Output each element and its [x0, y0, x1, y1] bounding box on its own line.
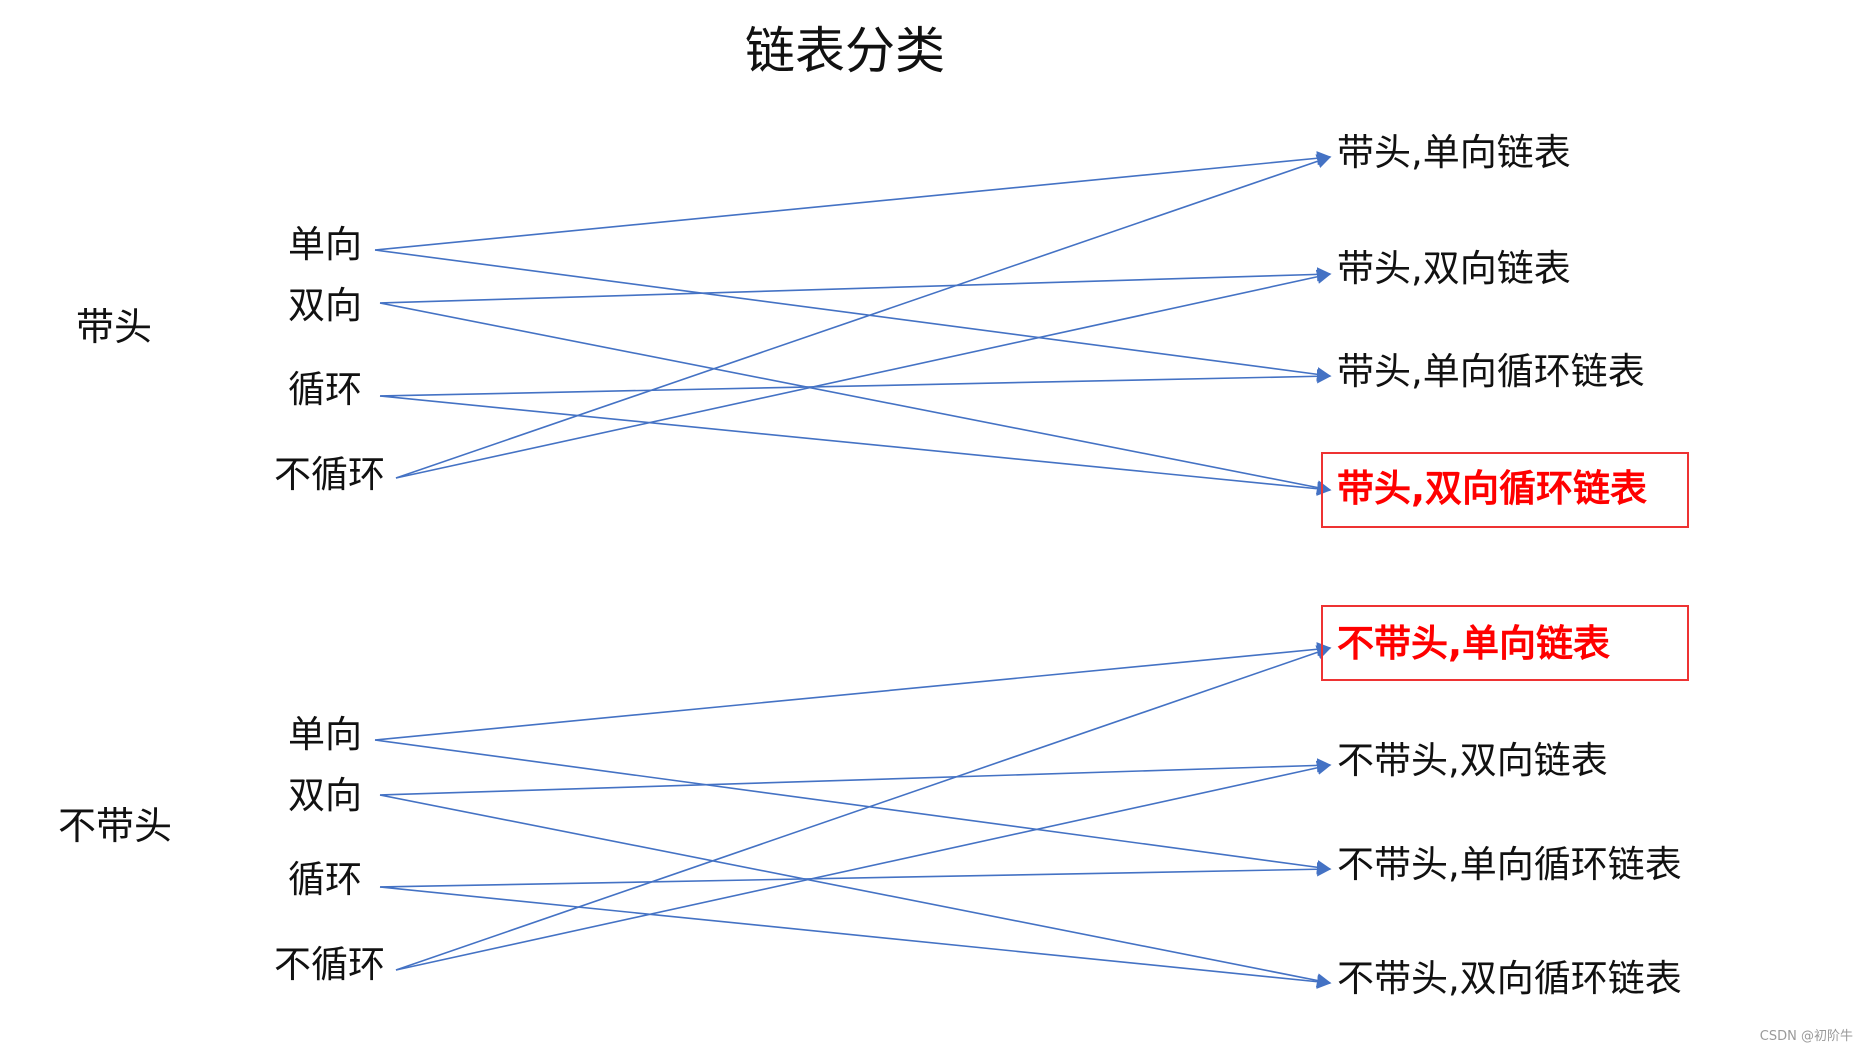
result-head-single-circular: 带头,单向循环链表 [1337, 350, 1645, 393]
connector-arrow [379, 758, 1332, 796]
connector-arrow [379, 369, 1332, 397]
connector-arrow [395, 645, 1332, 971]
connector-arrow [379, 267, 1332, 304]
option-double: 双向 [288, 774, 362, 817]
connector-arrow [374, 642, 1332, 741]
option-non-circular: 不循环 [274, 453, 385, 496]
result-nohead-double: 不带头,双向链表 [1337, 739, 1608, 782]
watermark: CSDN @初阶牛 [1759, 1029, 1853, 1044]
group-label-no-head: 不带头 [58, 804, 173, 848]
highlight-box [1321, 452, 1689, 528]
result-nohead-single: 不带头,单向链表 [1337, 622, 1611, 665]
connector-arrow [395, 154, 1332, 479]
connector-arrow [379, 302, 1332, 495]
diagram-title: 链表分类 [745, 22, 945, 80]
connector-arrow [374, 739, 1332, 875]
result-head-double: 带头,双向链表 [1337, 247, 1571, 290]
connector-arrow [379, 794, 1332, 988]
connector-arrow [379, 862, 1332, 888]
option-single: 单向 [288, 713, 362, 756]
option-circular: 循环 [288, 858, 362, 901]
highlight-box [1321, 605, 1689, 681]
option-circular: 循环 [288, 368, 362, 411]
result-head-single: 带头,单向链表 [1337, 131, 1571, 174]
connector-arrow [374, 151, 1332, 251]
connector-arrow [379, 395, 1332, 496]
option-double: 双向 [288, 284, 362, 327]
result-nohead-double-circular: 不带头,双向循环链表 [1337, 957, 1682, 1000]
option-single: 单向 [288, 223, 362, 266]
group-label-with-head: 带头 [76, 305, 153, 349]
result-nohead-single-circular: 不带头,单向循环链表 [1337, 843, 1682, 886]
result-head-double-circular: 带头,双向循环链表 [1337, 467, 1648, 510]
connector-arrow [395, 760, 1332, 971]
option-non-circular: 不循环 [274, 943, 385, 986]
connector-arrow [374, 249, 1332, 382]
connector-arrow [379, 886, 1332, 989]
connector-arrow [395, 269, 1332, 479]
